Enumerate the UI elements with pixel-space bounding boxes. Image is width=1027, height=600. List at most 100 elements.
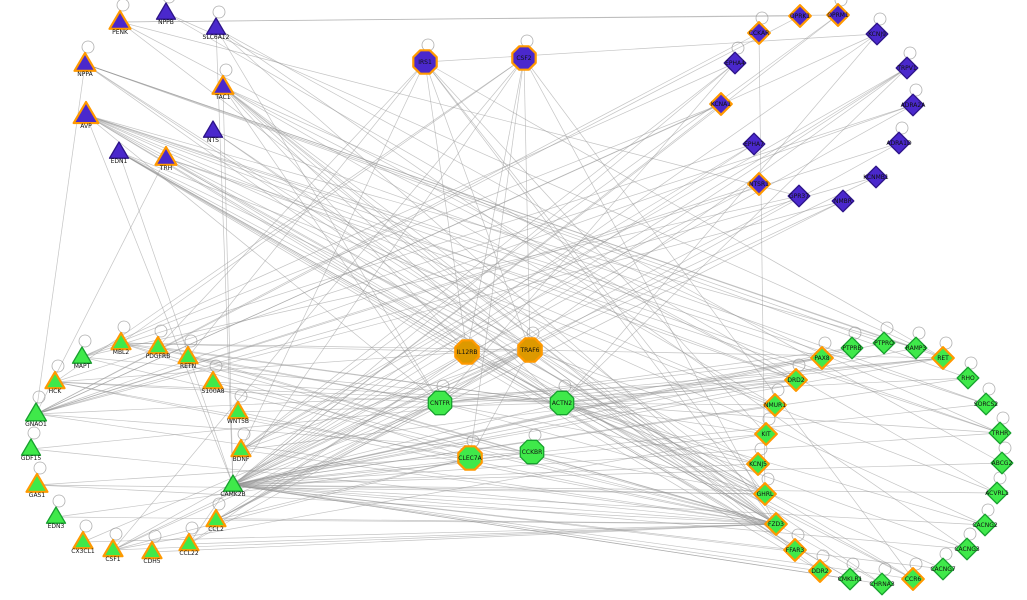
node-CLEC7A[interactable]: CLEC7A xyxy=(457,445,483,471)
triangle-shape xyxy=(102,538,124,558)
edge xyxy=(215,27,441,404)
node-DDR2[interactable]: DDR2 xyxy=(808,559,832,583)
node-TRH[interactable]: TRH xyxy=(154,145,178,172)
edge xyxy=(439,357,944,404)
node-KCNJ5[interactable]: KCNJ5 xyxy=(746,452,770,476)
node-label: IL12RB xyxy=(456,349,477,356)
node-label: NTS xyxy=(207,137,219,144)
edge xyxy=(35,183,760,415)
edge xyxy=(81,356,563,404)
node-GNAO1[interactable]: GNAO1 xyxy=(24,402,48,428)
node-NPPA[interactable]: NPPA xyxy=(73,51,97,78)
edge xyxy=(85,114,986,526)
node-CCR6[interactable]: CCR6 xyxy=(901,567,925,591)
node-SORCS2[interactable]: SORCS2 xyxy=(974,392,998,416)
self-loop xyxy=(109,527,123,541)
node-EPHA7[interactable]: EPHA7 xyxy=(742,132,766,156)
node-CX3CL1[interactable]: CX3CL1 xyxy=(71,530,95,555)
edge xyxy=(215,67,908,521)
node-S100A8[interactable]: S100A8 xyxy=(201,370,225,395)
node-NTSR1[interactable]: NTSR1 xyxy=(747,172,771,196)
node-TAC1[interactable]: TAC1 xyxy=(211,74,235,101)
node-label: CAMK2B xyxy=(220,491,245,498)
node-KIT[interactable]: KIT xyxy=(754,422,778,446)
node-ABCG2[interactable]: ABCG2 xyxy=(990,451,1014,475)
node-CACNG3[interactable]: CACNG3 xyxy=(954,537,980,561)
node-FZD3[interactable]: FZD3 xyxy=(764,512,788,536)
self-loop xyxy=(848,326,862,340)
node-KCNJ9[interactable]: KCNJ9 xyxy=(865,22,889,46)
node-EDN3[interactable]: EDN3 xyxy=(45,506,67,530)
node-CACNG2[interactable]: CACNG2 xyxy=(972,513,998,537)
node-label: DDR2 xyxy=(811,568,828,575)
node-ACVRL1[interactable]: ACVRL1 xyxy=(985,481,1009,505)
edge xyxy=(561,33,878,404)
edge xyxy=(119,21,797,381)
node-TRPV1[interactable]: TRPV1 xyxy=(895,56,919,80)
node-ACTN2[interactable]: ACTN2 xyxy=(549,390,575,416)
node-CNTFR[interactable]: CNTFR xyxy=(427,390,453,416)
node-CCKBR[interactable]: CCKBR xyxy=(519,439,545,465)
triangle-shape xyxy=(20,438,42,456)
edge xyxy=(215,27,234,486)
node-KCNMB1[interactable]: KCNMB1 xyxy=(863,165,889,189)
node-TRHR[interactable]: TRHR xyxy=(988,421,1012,445)
node-CSF1[interactable]: CSF1 xyxy=(102,538,124,563)
node-ADRA2A[interactable]: ADRA2A xyxy=(901,93,927,117)
node-GPR37[interactable]: GPR37 xyxy=(787,184,811,208)
node-OPRK1[interactable]: OPRK1 xyxy=(788,4,812,28)
node-label: RAMP3 xyxy=(906,345,927,352)
diamond-shape xyxy=(870,572,894,596)
node-GHRL[interactable]: GHRL xyxy=(753,482,777,506)
node-RAMP3[interactable]: RAMP3 xyxy=(904,336,928,360)
node-NMUR1[interactable]: NMUR1 xyxy=(763,393,787,417)
node-KCNA1[interactable]: KCNA1 xyxy=(709,92,733,116)
node-WNT5B[interactable]: WNT5B xyxy=(227,400,249,425)
node-DRD2[interactable]: DRD2 xyxy=(784,368,808,392)
node-IRS1[interactable]: IRS1 xyxy=(412,49,438,75)
node-CSF2[interactable]: CSF2 xyxy=(511,45,537,71)
node-AVP[interactable]: AVP xyxy=(72,100,100,130)
node-BDNF[interactable]: BDNF xyxy=(230,438,252,463)
node-CCKAR[interactable]: CCKAR xyxy=(747,21,771,45)
node-EPHA4[interactable]: EPHA4 xyxy=(723,51,747,75)
node-RETN[interactable]: RETN xyxy=(177,345,199,370)
node-PENK[interactable]: PENK xyxy=(108,9,132,36)
node-NPPB[interactable]: NPPB xyxy=(155,2,177,26)
edge xyxy=(215,142,900,521)
edge xyxy=(112,457,471,551)
node-GAS1[interactable]: GAS1 xyxy=(25,472,49,499)
node-CHRNA3[interactable]: CHRNA3 xyxy=(869,572,895,596)
node-CACNG7[interactable]: CACNG7 xyxy=(930,557,956,581)
node-PDGFRB[interactable]: PDGFRB xyxy=(146,335,171,360)
node-EDN1[interactable]: EDN1 xyxy=(108,141,130,165)
node-GDF15[interactable]: GDF15 xyxy=(20,438,42,462)
node-FFAR3[interactable]: FFAR3 xyxy=(783,538,807,562)
node-PTPRO[interactable]: PTPRO xyxy=(872,331,896,355)
node-NMBR[interactable]: NMBR xyxy=(831,189,855,213)
node-OPRM1[interactable]: OPRM1 xyxy=(826,3,850,27)
node-CCL22[interactable]: CCL22 xyxy=(178,532,200,557)
node-CDH5[interactable]: CDH5 xyxy=(141,540,163,565)
node-ADRA1D[interactable]: ADRA1D xyxy=(886,131,912,155)
node-HCK[interactable]: HCK xyxy=(44,370,66,395)
node-MAPT[interactable]: MAPT xyxy=(71,346,93,370)
node-RET[interactable]: RET xyxy=(931,346,955,370)
node-TRAF6[interactable]: TRAF6 xyxy=(517,337,543,363)
edge xyxy=(85,114,441,404)
node-PAX8[interactable]: PAX8 xyxy=(810,346,834,370)
diamond-shape xyxy=(974,392,998,416)
node-CMKLR1[interactable]: CMKLR1 xyxy=(838,567,863,591)
node-IL12RB[interactable]: IL12RB xyxy=(454,339,480,365)
node-NTS[interactable]: NTS xyxy=(202,120,224,144)
node-RHO[interactable]: RHO xyxy=(956,366,980,390)
triangle-shape xyxy=(45,506,67,524)
node-CCL2[interactable]: CCL2 xyxy=(205,508,227,533)
node-CAMK2B[interactable]: CAMK2B xyxy=(220,474,246,498)
node-label: CCL22 xyxy=(179,550,199,557)
node-SLC6A12[interactable]: SLC6A12 xyxy=(203,17,230,41)
node-MBL2[interactable]: MBL2 xyxy=(110,331,132,356)
node-PTPRB[interactable]: PTPRB xyxy=(840,336,864,360)
